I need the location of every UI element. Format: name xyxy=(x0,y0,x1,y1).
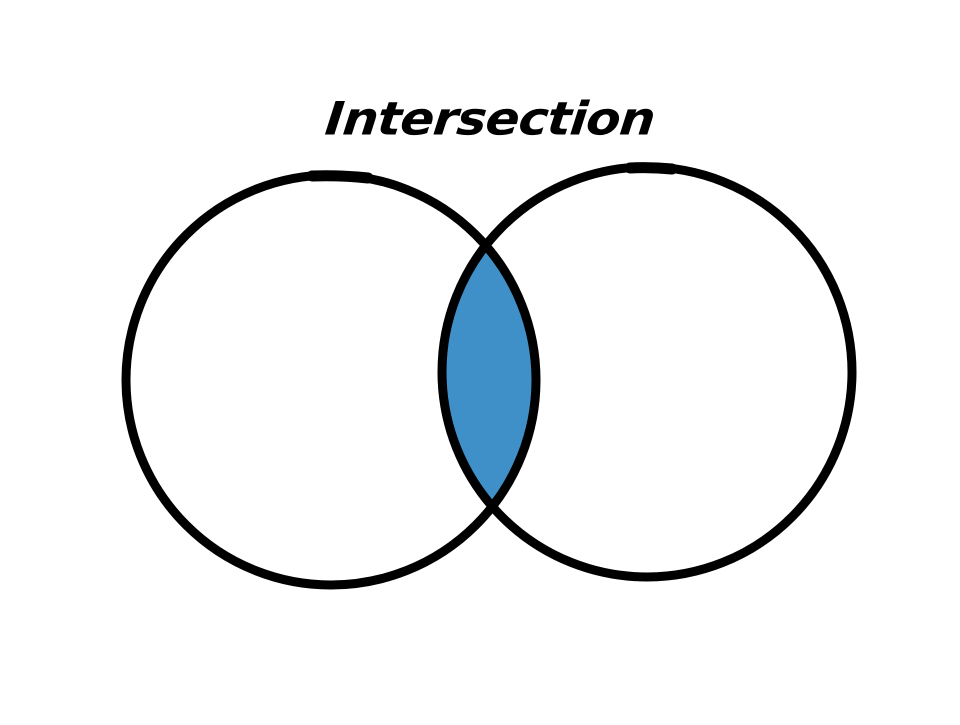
left-circle-stroke-overlap xyxy=(306,170,374,184)
diagram-title: Intersection xyxy=(322,92,658,146)
right-circle-stroke-overlap xyxy=(624,162,678,175)
